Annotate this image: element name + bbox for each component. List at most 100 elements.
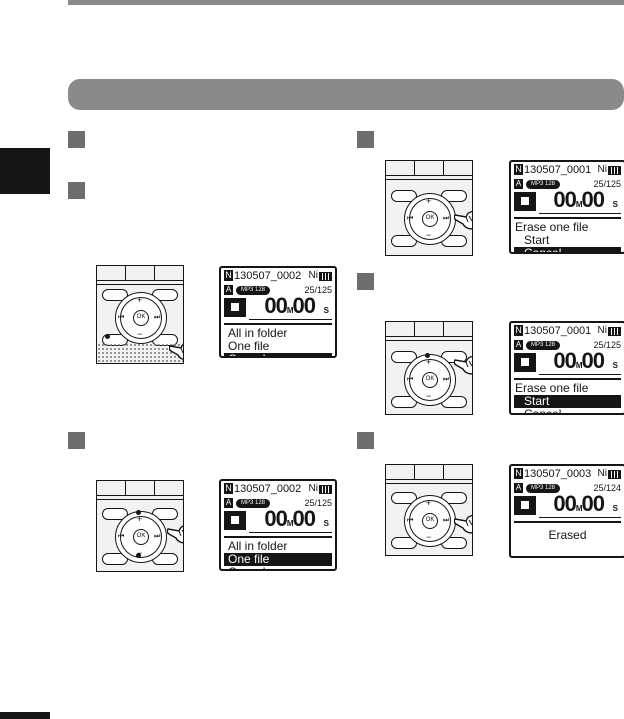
stop-status-icon <box>514 496 536 515</box>
file-count: 25/124 <box>593 483 621 493</box>
screen-divider <box>514 217 621 219</box>
step-marker <box>357 432 374 449</box>
pointing-hand-icon <box>454 514 472 534</box>
min-unit: M <box>575 504 583 513</box>
progress-line <box>249 319 332 320</box>
folder-icon: N <box>224 270 233 281</box>
top-button <box>415 322 444 336</box>
sec-unit: S <box>612 200 618 209</box>
ok-label: OK <box>425 517 435 523</box>
press-indicator-dot <box>425 353 430 358</box>
screen-divider <box>224 323 332 325</box>
fast-forward-icon: ⏭ <box>154 533 161 540</box>
time-sec: 00 <box>292 293 317 318</box>
navigation-dial: OK+−⏮⏭ <box>115 292 167 344</box>
stop-status-icon <box>224 298 246 317</box>
rewind-icon: ⏮ <box>407 215 414 222</box>
chapter-tab <box>0 148 50 194</box>
stop-status-icon <box>514 353 536 372</box>
recorder-edge <box>386 340 472 341</box>
top-button <box>415 161 444 175</box>
top-button <box>444 322 472 336</box>
file-count: 25/125 <box>304 498 332 508</box>
menu-option: All in folder <box>228 326 288 340</box>
top-button <box>386 322 415 336</box>
sec-unit: S <box>612 361 618 370</box>
progress-line <box>539 374 621 375</box>
recorder-illustration: OK+−⏮⏭ <box>385 321 473 415</box>
file-name: 130507_0003 <box>524 468 592 480</box>
time-sec: 00 <box>581 491 606 516</box>
file-name: 130507_0002 <box>234 483 302 495</box>
elapsed-time: 00M00 <box>553 350 605 376</box>
top-button <box>415 465 444 479</box>
dial-ring <box>409 500 451 542</box>
menu-option: Cancel <box>514 247 621 252</box>
battery-icon <box>319 485 332 494</box>
battery-type: Ni <box>597 325 607 336</box>
rewind-icon: ⏮ <box>118 533 125 540</box>
progress-line <box>249 532 332 533</box>
folder-icon: N <box>514 468 523 479</box>
folder-icon: N <box>514 325 523 336</box>
stop-square <box>231 303 239 311</box>
menu-option: All in folder <box>228 539 288 553</box>
ok-button: OK <box>133 529 149 545</box>
plus-icon: + <box>137 514 143 524</box>
min-unit: M <box>286 519 294 528</box>
top-button <box>386 161 415 175</box>
rewind-icon: ⏮ <box>407 376 414 383</box>
battery-icon <box>608 327 621 336</box>
minus-icon: − <box>137 329 143 339</box>
top-button <box>97 481 126 495</box>
folder-icon: N <box>224 483 233 494</box>
speaker-grille <box>97 343 183 363</box>
ok-label: OK <box>425 215 435 221</box>
section-banner <box>68 79 624 110</box>
recorder-edge <box>386 179 472 180</box>
top-button <box>386 465 415 479</box>
top-button <box>97 266 126 280</box>
screen-divider <box>514 378 621 380</box>
ok-button: OK <box>133 310 149 326</box>
stop-square <box>521 197 529 205</box>
step-marker <box>68 432 85 449</box>
battery-type: Ni <box>597 468 607 479</box>
folder-a-icon: A <box>224 498 233 508</box>
dial-ring <box>120 297 162 339</box>
battery-icon <box>319 272 332 281</box>
bitrate-badge: MP3 128 <box>526 341 561 350</box>
ok-button: OK <box>422 211 438 227</box>
top-rule <box>68 0 624 5</box>
menu-option: Cancel <box>224 353 332 356</box>
folder-a-icon: A <box>514 340 523 350</box>
recorder-edge <box>386 483 472 484</box>
minus-icon: − <box>426 391 432 401</box>
file-name: 130507_0001 <box>524 164 592 176</box>
menu-option: Cancel <box>524 407 562 415</box>
file-count: 25/125 <box>304 285 332 295</box>
plus-icon: + <box>426 498 432 508</box>
plus-icon: + <box>426 357 432 367</box>
step-marker <box>357 273 374 290</box>
bitrate-badge: MP3 128 <box>526 180 561 189</box>
top-button <box>155 266 183 280</box>
navigation-dial: OK+−⏮⏭ <box>404 193 456 245</box>
navigation-dial: OK+−⏮⏭ <box>404 354 456 406</box>
stop-square <box>231 516 239 524</box>
recorder-illustration: OK+−⏮⏭ <box>96 265 184 364</box>
status-message: Erased <box>548 528 587 542</box>
elapsed-time: 00M00 <box>553 491 606 519</box>
fast-forward-icon: ⏭ <box>154 314 161 321</box>
time-min: 00 <box>553 187 577 212</box>
